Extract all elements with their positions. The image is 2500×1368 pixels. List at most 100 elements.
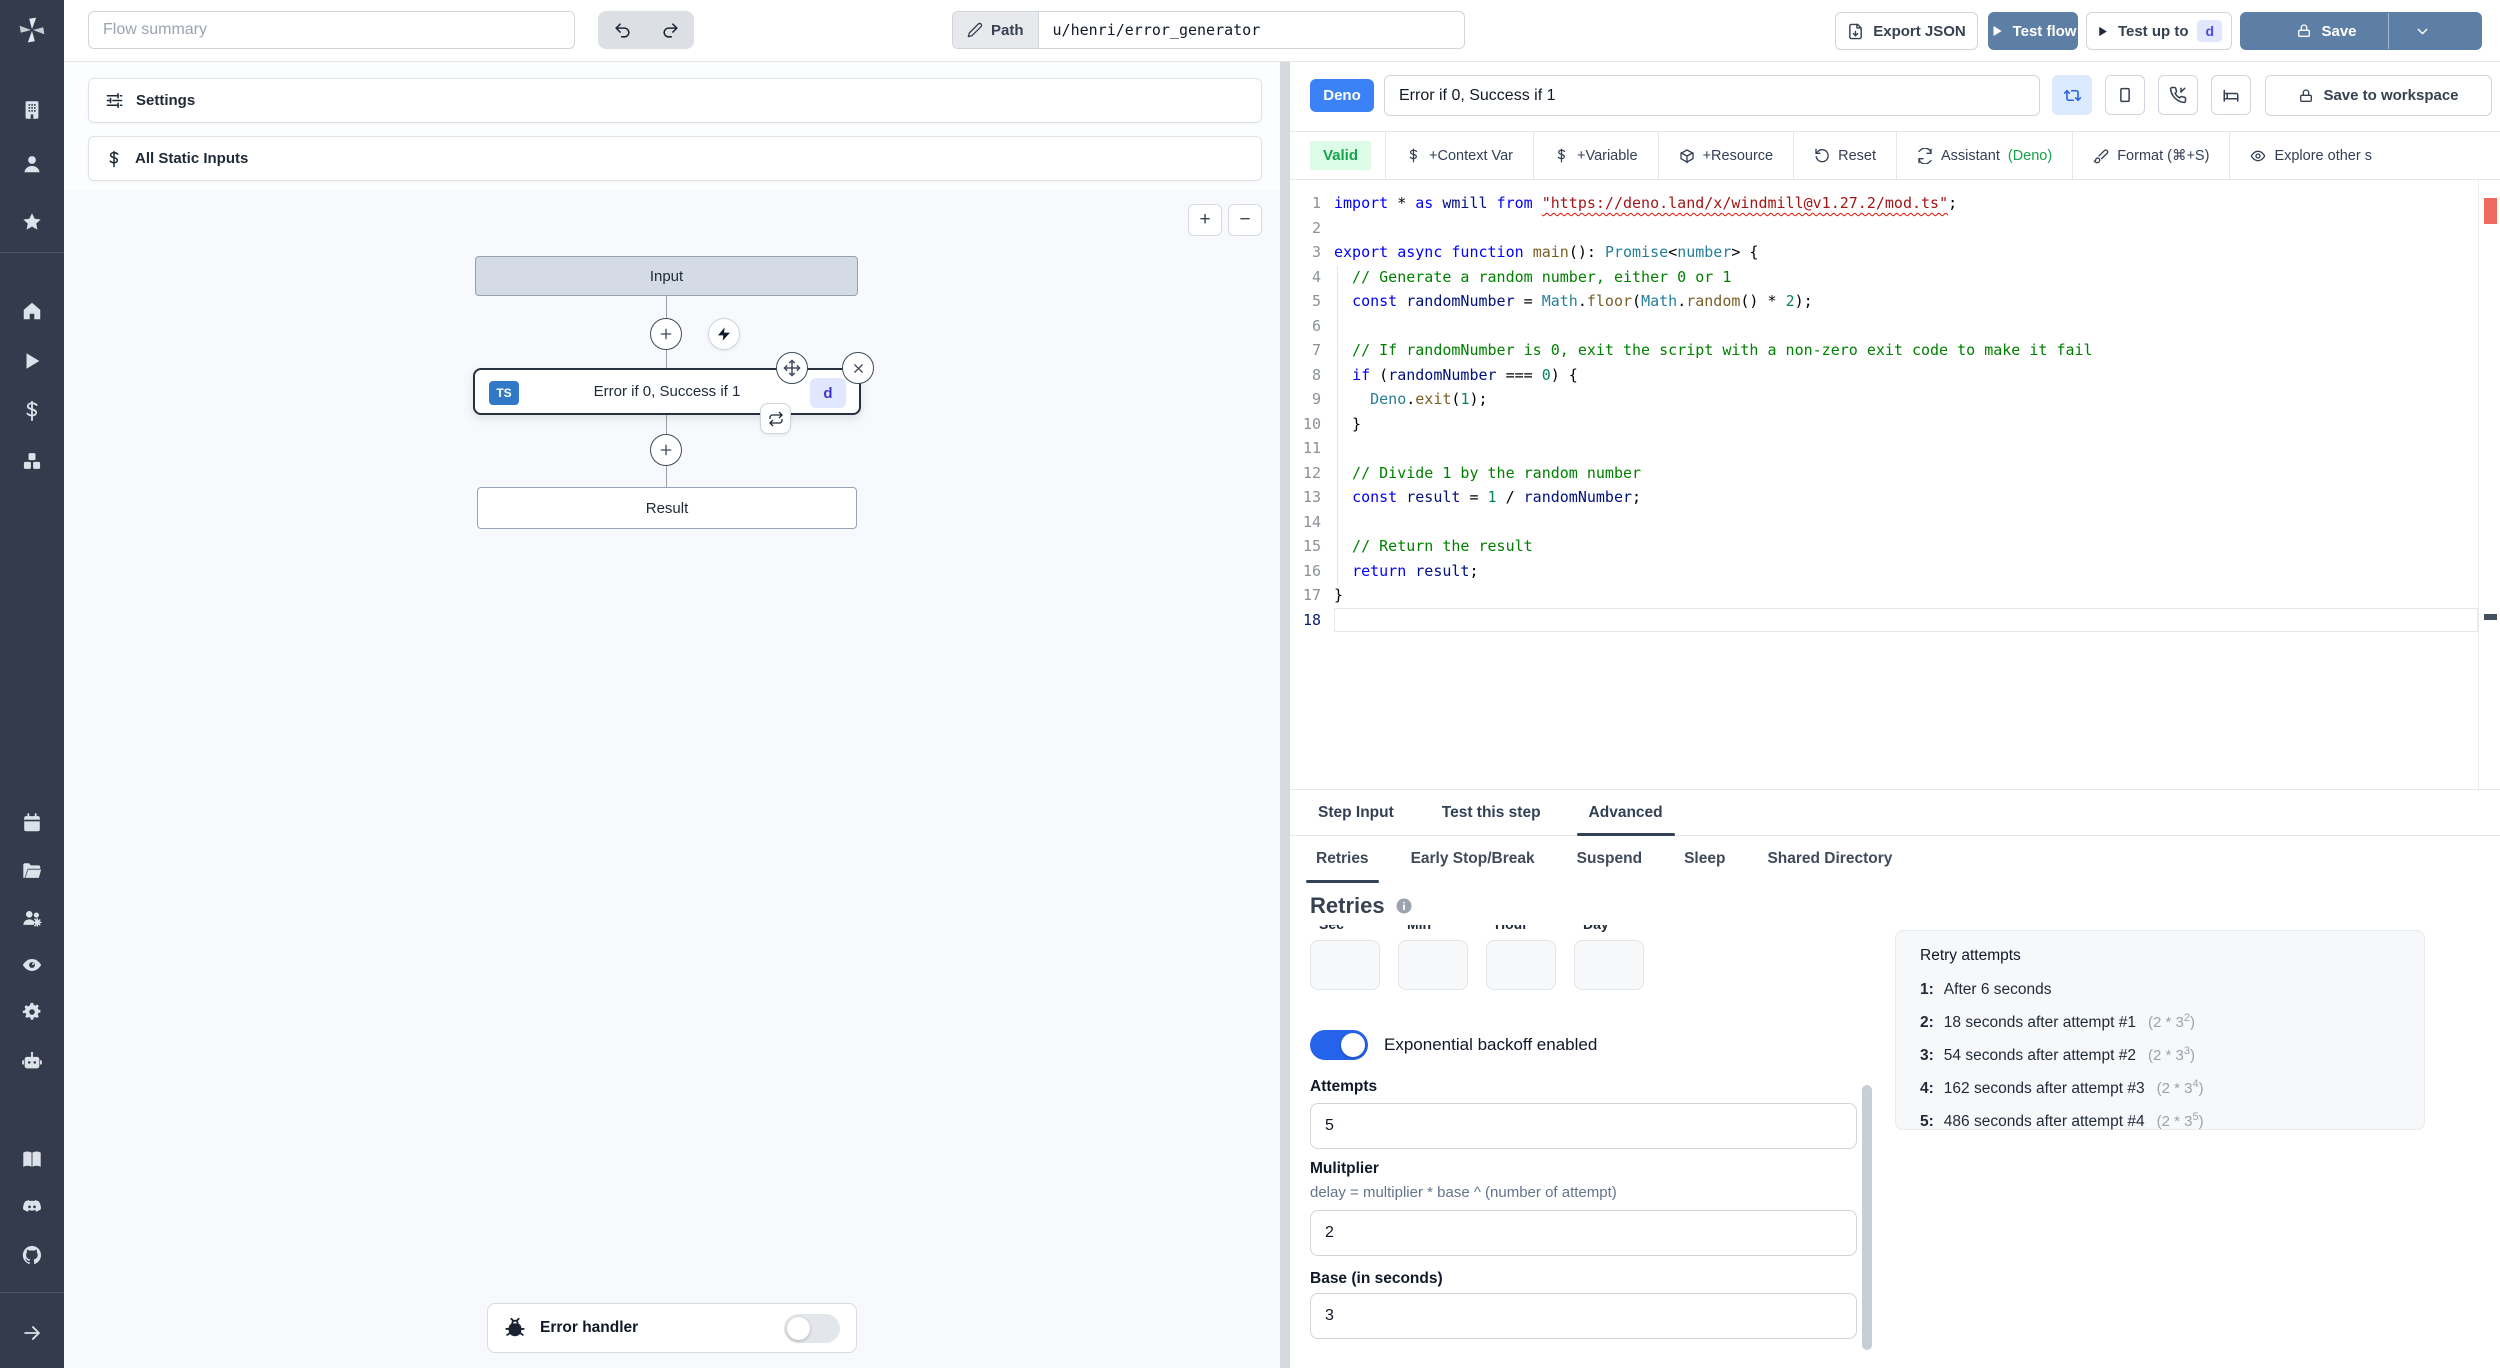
code-line-text: return result; <box>1352 561 1479 580</box>
delete-step-button[interactable] <box>842 352 874 384</box>
code-line-text: const randomNumber = Math.floor(Math.ran… <box>1352 292 1813 310</box>
expand-arrow-right-icon[interactable] <box>21 1322 43 1344</box>
flow-summary-input[interactable] <box>88 11 575 49</box>
add-step-button-top[interactable] <box>650 318 682 350</box>
save-dropdown-button[interactable] <box>2398 23 2448 40</box>
subtab-sleep[interactable]: Sleep <box>1684 850 1726 867</box>
flow-graph-canvas[interactable]: + − Input TS Error if 0, Success if 1 d <box>64 190 1280 1368</box>
attempts-input[interactable] <box>1310 1103 1857 1149</box>
audit-eye-icon[interactable] <box>21 954 43 976</box>
subtab-suspend[interactable]: Suspend <box>1576 850 1643 867</box>
retry-indicator-button[interactable] <box>760 403 791 434</box>
tab-advanced[interactable]: Advanced <box>1576 790 1675 836</box>
move-step-button[interactable] <box>776 352 808 384</box>
panel-resize-handle[interactable] <box>1280 62 1290 1368</box>
line-number: 8 <box>1311 365 1321 384</box>
docs-book-icon[interactable] <box>21 1148 43 1170</box>
info-icon[interactable] <box>1395 897 1413 915</box>
path-field[interactable]: Path u/henri/error_generator <box>952 11 1465 49</box>
scrollbar-track[interactable] <box>2478 180 2479 789</box>
home-icon[interactable] <box>21 300 43 322</box>
user-icon[interactable] <box>21 153 43 175</box>
sec-input[interactable] <box>1310 940 1380 990</box>
base-input[interactable] <box>1310 1293 1857 1339</box>
save-button[interactable]: Save <box>2274 23 2378 40</box>
code-line[interactable]: 17} <box>1290 583 2500 608</box>
discord-icon[interactable] <box>21 1196 43 1218</box>
zoom-out-button[interactable]: − <box>1228 204 1262 236</box>
subtab-shared-directory[interactable]: Shared Directory <box>1767 850 1893 867</box>
assistant-button[interactable]: Assistant (Deno) <box>1897 132 2072 179</box>
code-line[interactable]: 5 const randomNumber = Math.floor(Math.r… <box>1290 289 2500 314</box>
exponential-backoff-toggle[interactable] <box>1310 1030 1368 1060</box>
add-step-button-bottom[interactable] <box>650 434 682 466</box>
subtab-early-stop[interactable]: Early Stop/Break <box>1410 850 1535 867</box>
save-to-workspace-button[interactable]: Save to workspace <box>2265 75 2492 116</box>
code-line[interactable]: 2 <box>1290 216 2500 241</box>
schedules-calendar-icon[interactable] <box>21 812 43 834</box>
windmill-logo-icon[interactable] <box>18 16 46 44</box>
input-node[interactable]: Input <box>475 256 858 296</box>
diff-toggle-button[interactable] <box>2052 75 2092 115</box>
tab-step-input[interactable]: Step Input <box>1318 803 1394 821</box>
path-value[interactable]: u/henri/error_generator <box>1052 21 1261 39</box>
groups-users-icon[interactable] <box>21 907 43 929</box>
error-handler-toggle[interactable] <box>784 1313 840 1343</box>
variables-dollar-icon[interactable] <box>21 400 43 422</box>
code-line[interactable]: 9 Deno.exit(1); <box>1290 387 2500 412</box>
add-variable-button[interactable]: +Variable <box>1534 132 1658 179</box>
folders-icon[interactable] <box>21 860 43 882</box>
tab-test-this-step[interactable]: Test this step <box>1441 803 1541 821</box>
add-context-var-button[interactable]: +Context Var <box>1386 132 1533 179</box>
code-line[interactable]: 7 // If randomNumber is 0, exit the scri… <box>1290 338 2500 363</box>
code-line[interactable]: 18 <box>1290 607 2500 632</box>
code-line-text: Deno.exit(1); <box>1370 390 1488 408</box>
add-trigger-bolt-button[interactable] <box>708 318 740 350</box>
code-line[interactable]: 6 <box>1290 314 2500 339</box>
error-handler-row[interactable]: Error handler <box>487 1303 857 1353</box>
test-up-to-button[interactable]: Test up to d <box>2086 12 2232 50</box>
code-line[interactable]: 15 // Return the result <box>1290 534 2500 559</box>
undo-button[interactable] <box>598 11 646 49</box>
settings-gear-icon[interactable] <box>21 1001 43 1023</box>
step-title-input[interactable] <box>1384 75 2040 116</box>
panel-scrollbar[interactable] <box>1862 1085 1872 1350</box>
code-line[interactable]: 16 return result; <box>1290 559 2500 584</box>
flow-settings-row[interactable]: Settings <box>88 78 1262 123</box>
day-input[interactable] <box>1574 940 1644 990</box>
code-line[interactable]: 12 // Divide 1 by the random number <box>1290 461 2500 486</box>
workspace-building-icon[interactable] <box>21 99 43 121</box>
github-icon[interactable] <box>21 1244 43 1266</box>
code-line[interactable]: 8 if (randomNumber === 0) { <box>1290 363 2500 388</box>
subtab-retries[interactable]: Retries <box>1306 836 1379 883</box>
result-node[interactable]: Result <box>477 487 857 529</box>
min-input[interactable] <box>1398 940 1468 990</box>
reset-button[interactable]: Reset <box>1794 132 1896 179</box>
explore-scripts-button[interactable]: Explore other s <box>2230 132 2392 179</box>
code-line[interactable]: 11 <box>1290 436 2500 461</box>
star-icon[interactable] <box>21 211 43 233</box>
sleep-mode-button[interactable] <box>2211 75 2251 115</box>
redo-button[interactable] <box>646 11 694 49</box>
resources-boxes-icon[interactable] <box>21 450 43 472</box>
multiplier-input[interactable] <box>1310 1210 1857 1256</box>
code-line[interactable]: 13 const result = 1 / randomNumber; <box>1290 485 2500 510</box>
workers-robot-icon[interactable] <box>21 1050 43 1072</box>
all-static-inputs-row[interactable]: All Static Inputs <box>88 136 1262 181</box>
export-json-button[interactable]: Export JSON <box>1835 12 1978 50</box>
format-button[interactable]: Format (⌘+S) <box>2073 132 2229 179</box>
code-line[interactable]: 14 <box>1290 510 2500 535</box>
runs-play-icon[interactable] <box>21 350 43 372</box>
code-line-text: export async function main(): Promise<nu… <box>1334 243 1759 261</box>
test-flow-button[interactable]: Test flow <box>1988 12 2078 50</box>
add-resource-button[interactable]: +Resource <box>1659 132 1794 179</box>
fullscreen-button[interactable] <box>2105 75 2145 115</box>
vim-mode-button[interactable] <box>2158 75 2198 115</box>
zoom-in-button[interactable]: + <box>1188 204 1222 236</box>
hour-input[interactable] <box>1486 940 1556 990</box>
code-line[interactable]: 4 // Generate a random number, either 0 … <box>1290 265 2500 290</box>
code-line[interactable]: 10 } <box>1290 412 2500 437</box>
